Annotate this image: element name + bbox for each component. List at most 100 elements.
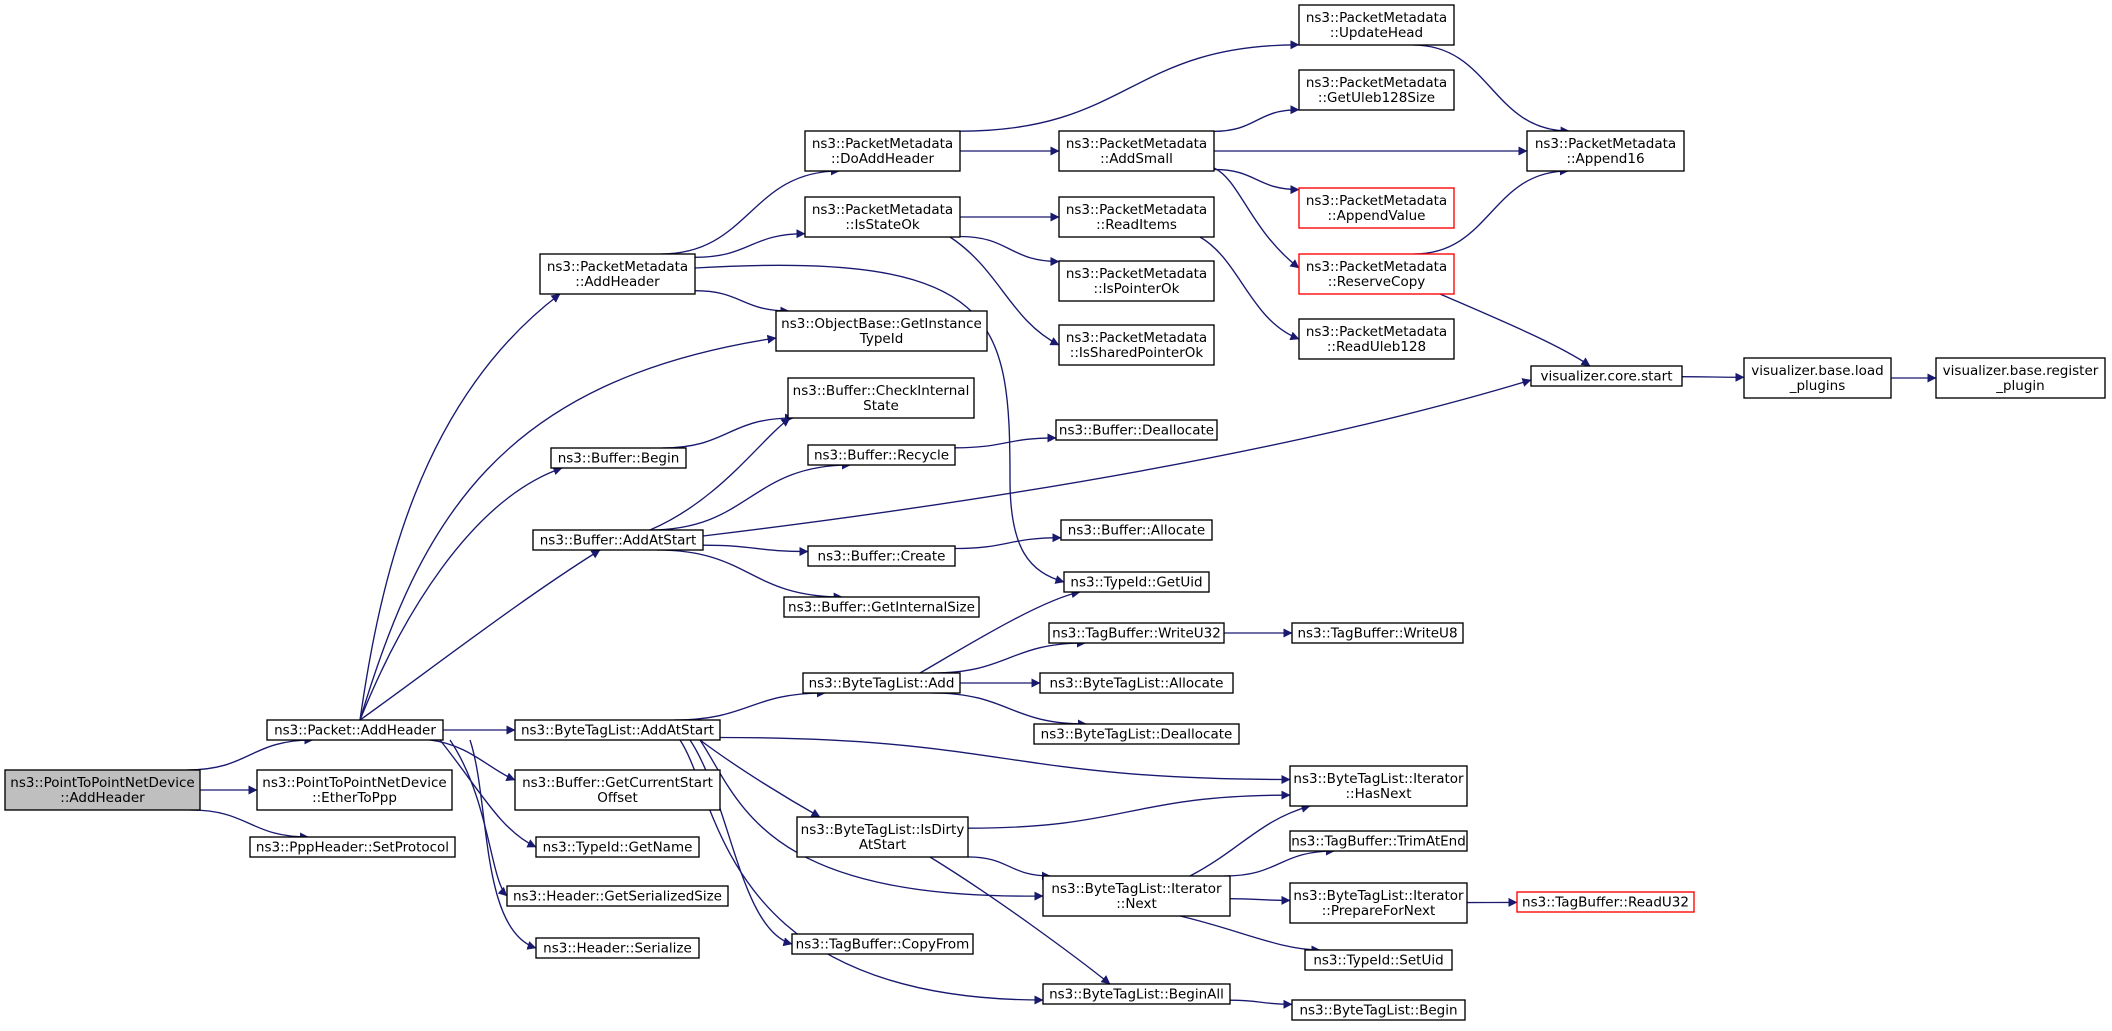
node-box[interactable] (1033, 723, 1240, 745)
node-box[interactable] (1298, 69, 1455, 111)
node-visualizer-base-registerplugin[interactable]: visualizer.base.register_plugin (1935, 357, 2106, 399)
node-box[interactable] (4, 769, 201, 811)
node-buffer-begin[interactable]: ns3::Buffer::Begin (550, 447, 687, 469)
node-box[interactable] (1935, 357, 2106, 399)
node-box[interactable] (1042, 875, 1231, 917)
node-box[interactable] (539, 253, 696, 295)
node-box[interactable] (550, 447, 687, 469)
node-tagbuffer-writeu8[interactable]: ns3::TagBuffer::WriteU8 (1291, 622, 1464, 644)
node-pppheader-setprotocol[interactable]: ns3::PppHeader::SetProtocol (249, 836, 456, 858)
node-pm-updatehead[interactable]: ns3::PacketMetadata::UpdateHead (1298, 4, 1455, 46)
node-pm-ispointerok[interactable]: ns3::PacketMetadata::IsPointerOk (1058, 260, 1215, 302)
node-pm-isstateok[interactable]: ns3::PacketMetadata::IsStateOk (804, 196, 961, 238)
node-box[interactable] (249, 836, 456, 858)
node-box[interactable] (1298, 187, 1455, 229)
node-box[interactable] (1743, 357, 1892, 399)
node-box[interactable] (1304, 949, 1453, 971)
node-box[interactable] (1291, 622, 1464, 644)
node-btl-iterator-preparefornext[interactable]: ns3::ByteTagList::Iterator::PrepareForNe… (1289, 882, 1468, 924)
node-box[interactable] (1289, 882, 1468, 924)
node-pm-issharedpointerok[interactable]: ns3::PacketMetadata::IsSharedPointerOk (1058, 324, 1215, 366)
node-pm-readitems[interactable]: ns3::PacketMetadata::ReadItems (1058, 196, 1215, 238)
node-btl-add[interactable]: ns3::ByteTagList::Add (802, 672, 961, 694)
node-pm-reservecopy[interactable]: ns3::PacketMetadata::ReserveCopy (1298, 253, 1455, 295)
node-box[interactable] (256, 769, 453, 811)
node-visualizer-base-loadplugins[interactable]: visualizer.base.load_plugins (1743, 357, 1892, 399)
node-visualizer-core-start[interactable]: visualizer.core.start (1530, 365, 1683, 387)
node-box[interactable] (807, 444, 956, 466)
node-box[interactable] (1058, 260, 1215, 302)
node-box[interactable] (1516, 891, 1695, 913)
node-box[interactable] (514, 769, 721, 811)
node-btl-begin[interactable]: ns3::ByteTagList::Begin (1291, 999, 1466, 1021)
node-box[interactable] (796, 816, 969, 858)
node-box[interactable] (787, 377, 975, 419)
node-p2p-addheader[interactable]: ns3::PointToPointNetDevice::AddHeader (4, 769, 201, 811)
node-box[interactable] (535, 937, 700, 959)
node-buffer-allocate[interactable]: ns3::Buffer::Allocate (1060, 519, 1213, 541)
node-box[interactable] (1063, 571, 1210, 593)
node-box[interactable] (804, 196, 961, 238)
node-pm-getuleb128size[interactable]: ns3::PacketMetadata::GetUleb128Size (1298, 69, 1455, 111)
node-tagbuffer-writeu32[interactable]: ns3::TagBuffer::WriteU32 (1048, 622, 1225, 644)
node-tagbuffer-readu32[interactable]: ns3::TagBuffer::ReadU32 (1516, 891, 1695, 913)
node-box[interactable] (266, 719, 444, 741)
node-box[interactable] (1298, 4, 1455, 46)
node-box[interactable] (535, 836, 700, 858)
node-box[interactable] (1058, 196, 1215, 238)
node-pm-appendvalue[interactable]: ns3::PacketMetadata::AppendValue (1298, 187, 1455, 229)
node-box[interactable] (1060, 519, 1213, 541)
node-header-serialize[interactable]: ns3::Header::Serialize (535, 937, 700, 959)
node-btl-beginall[interactable]: ns3::ByteTagList::BeginAll (1042, 983, 1231, 1005)
node-box[interactable] (783, 596, 980, 618)
node-btl-deallocate[interactable]: ns3::ByteTagList::Deallocate (1033, 723, 1240, 745)
node-pm-addheader[interactable]: ns3::PacketMetadata::AddHeader (539, 253, 696, 295)
node-btl-iterator-hasnext[interactable]: ns3::ByteTagList::Iterator::HasNext (1289, 765, 1468, 807)
node-pm-addsmall[interactable]: ns3::PacketMetadata::AddSmall (1058, 130, 1215, 172)
node-buffer-deallocate[interactable]: ns3::Buffer::Deallocate (1055, 419, 1218, 441)
node-typeid-setuid[interactable]: ns3::TypeId::SetUid (1304, 949, 1453, 971)
node-typeid-getuid[interactable]: ns3::TypeId::GetUid (1063, 571, 1210, 593)
node-packet-addheader[interactable]: ns3::Packet::AddHeader (266, 719, 444, 741)
node-box[interactable] (1289, 765, 1468, 807)
node-box[interactable] (1055, 419, 1218, 441)
node-box[interactable] (532, 529, 704, 551)
node-p2p-ethertoppp[interactable]: ns3::PointToPointNetDevice::EtherToPpp (256, 769, 453, 811)
node-box[interactable] (1048, 622, 1225, 644)
node-header-getserializedsize[interactable]: ns3::Header::GetSerializedSize (506, 885, 729, 907)
node-box[interactable] (1526, 130, 1685, 172)
node-box[interactable] (1298, 253, 1455, 295)
node-pm-readuleb128[interactable]: ns3::PacketMetadata::ReadUleb128 (1298, 318, 1455, 360)
node-btl-allocate[interactable]: ns3::ByteTagList::Allocate (1039, 672, 1234, 694)
node-box[interactable] (791, 933, 974, 955)
node-btl-iterator-next[interactable]: ns3::ByteTagList::Iterator::Next (1042, 875, 1231, 917)
node-box[interactable] (1042, 983, 1231, 1005)
node-buffer-create[interactable]: ns3::Buffer::Create (807, 545, 956, 567)
node-box[interactable] (1289, 830, 1468, 852)
node-box[interactable] (775, 310, 988, 352)
node-box[interactable] (514, 719, 721, 741)
node-box[interactable] (1039, 672, 1234, 694)
node-buffer-getinternalsize[interactable]: ns3::Buffer::GetInternalSize (783, 596, 980, 618)
node-box[interactable] (1291, 999, 1466, 1021)
node-box[interactable] (506, 885, 729, 907)
node-btl-addatstart[interactable]: ns3::ByteTagList::AddAtStart (514, 719, 721, 741)
node-typeid-getname[interactable]: ns3::TypeId::GetName (535, 836, 700, 858)
node-tagbuffer-copyfrom[interactable]: ns3::TagBuffer::CopyFrom (791, 933, 974, 955)
node-pm-append16[interactable]: ns3::PacketMetadata::Append16 (1526, 130, 1685, 172)
node-box[interactable] (1058, 130, 1215, 172)
node-box[interactable] (807, 545, 956, 567)
node-box[interactable] (802, 672, 961, 694)
node-box[interactable] (1530, 365, 1683, 387)
node-buffer-recycle[interactable]: ns3::Buffer::Recycle (807, 444, 956, 466)
node-box[interactable] (1298, 318, 1455, 360)
node-pm-doaddheader[interactable]: ns3::PacketMetadata::DoAddHeader (804, 130, 961, 172)
node-box[interactable] (804, 130, 961, 172)
node-box[interactable] (1058, 324, 1215, 366)
node-tagbuffer-trimatend[interactable]: ns3::TagBuffer::TrimAtEnd (1289, 830, 1468, 852)
node-buffer-addatstart[interactable]: ns3::Buffer::AddAtStart (532, 529, 704, 551)
